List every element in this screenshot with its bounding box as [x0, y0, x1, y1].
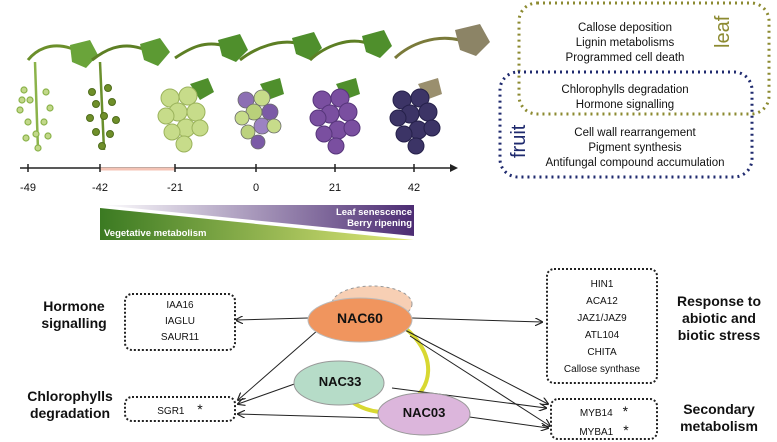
gene-label: Callose synthase — [563, 364, 641, 375]
grape-stage-ripe — [389, 24, 490, 155]
nac60-label: NAC60 — [337, 310, 383, 326]
gene-label: IAA16 — [166, 300, 194, 311]
leaf-processes: Callose deposition Lignin metabolisms Pr… — [540, 21, 710, 66]
secondary-genes-box: MYB14 * MYBA1 * — [550, 398, 658, 440]
regulation-arrows — [236, 318, 550, 428]
senescence-label: Leaf senescence — [335, 207, 412, 218]
gene-label: SAUR11 — [160, 332, 200, 343]
senescence-ripening-gradient — [100, 205, 414, 236]
category-hormone-signalling: Hormone signalling — [24, 298, 124, 332]
category-secondary-metabolism: Secondary metabolism — [664, 401, 774, 435]
leaf-box — [517, 1, 771, 116]
category-label-line: biotic stress — [677, 327, 761, 343]
process-item: Cell wall rearrangement — [574, 127, 696, 139]
leaf-label: leaf — [712, 15, 734, 48]
nac03-label: NAC03 — [402, 405, 446, 420]
gene-label: IAGLU — [164, 316, 195, 327]
vegetative-label: Vegetative metabolism — [104, 228, 207, 239]
nac33-node — [293, 360, 385, 406]
process-item: Chlorophylls degradation — [561, 84, 689, 96]
category-label-line: signalling — [41, 315, 107, 331]
grape-stage-green-berries — [157, 34, 248, 153]
process-item: Callose deposition — [578, 22, 672, 34]
grape-stage-fruitset — [86, 38, 170, 151]
gene-label: MYB14 — [579, 408, 613, 419]
tick-label: 42 — [407, 182, 421, 194]
category-label-line: metabolism — [680, 418, 758, 434]
process-item: Pigment synthesis — [588, 142, 682, 154]
category-chlorophylls: Chlorophylls degradation — [20, 388, 120, 422]
tick-label: -49 — [20, 182, 36, 194]
star-marker: * — [197, 401, 203, 417]
grape-stage-veraison — [234, 32, 322, 150]
process-item: Antifungal compound accumulation — [545, 157, 725, 169]
nac60-node — [307, 297, 413, 343]
star-marker: * — [623, 422, 629, 438]
gene-label: CHITA — [587, 347, 617, 358]
stress-genes-box: HIN1 ACA12 JAZ1/JAZ9 ATL104 CHITA Callos… — [546, 268, 658, 384]
tick-label: 0 — [252, 182, 260, 194]
category-label-line: abiotic and — [682, 310, 756, 326]
nac03-node — [377, 392, 471, 436]
gene-label: ATL104 — [584, 330, 620, 341]
tick-label: 21 — [328, 182, 342, 194]
tick-label: -42 — [92, 182, 108, 194]
gene-label: JAZ1/JAZ9 — [577, 313, 627, 324]
chlorophyll-genes-box: SGR1 * — [124, 396, 236, 422]
gene-label: SGR1 — [157, 406, 185, 417]
grape-stage-ripening — [308, 30, 392, 155]
gene-label: HIN1 — [590, 279, 614, 290]
category-stress-response: Response to abiotic and biotic stress — [664, 293, 774, 344]
vegetative-gradient — [100, 208, 414, 240]
timeline-axis — [20, 164, 458, 172]
ripening-label: Berry ripening — [347, 218, 412, 229]
category-label-line: degradation — [29, 405, 111, 421]
category-label-line: Secondary — [683, 401, 755, 417]
star-marker: * — [622, 403, 629, 419]
process-item: Programmed cell death — [565, 52, 685, 64]
gene-label: ACA12 — [586, 296, 618, 307]
tick-label: -21 — [167, 182, 183, 194]
process-item: Hormone signalling — [575, 99, 675, 111]
nac33-label: NAC33 — [318, 374, 362, 389]
grape-stage-flowering — [16, 40, 98, 152]
category-label-line: Chlorophylls — [27, 388, 113, 404]
process-item: Lignin metabolisms — [575, 37, 675, 49]
gene-label: MYBA1 — [579, 427, 614, 438]
fruit-processes: Cell wall rearrangement Pigment synthesi… — [525, 126, 745, 171]
category-label-line: Response to — [676, 293, 761, 309]
fruit-box — [498, 70, 754, 179]
shared-processes: Chlorophylls degradation Hormone signall… — [540, 83, 710, 113]
category-label-line: Hormone — [43, 298, 105, 314]
hormone-genes-box: IAA16 IAGLU SAUR11 — [124, 293, 236, 351]
